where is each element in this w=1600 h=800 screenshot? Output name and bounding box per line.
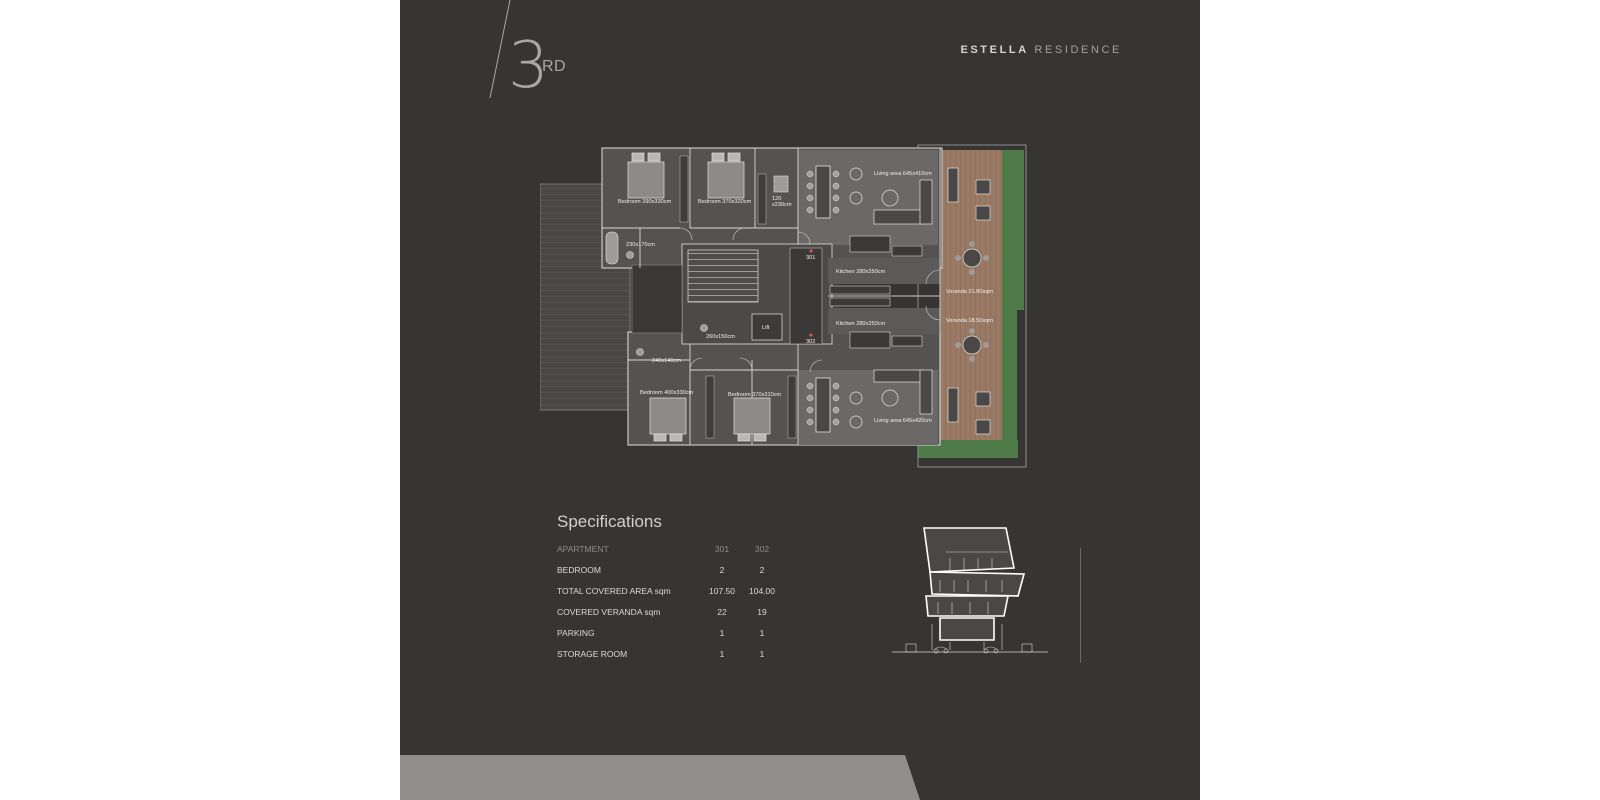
spec-value-301: 2: [719, 565, 725, 575]
brochure-page: 3 RD ESTELLA RESIDENCE: [400, 0, 1200, 800]
spec-value-302: 1: [759, 649, 765, 659]
label-bath-1: 230x170cm: [626, 242, 655, 248]
label-kitchen-301: Kitchen 280x250cm: [836, 269, 885, 275]
bottom-accent-band: [400, 755, 920, 800]
spec-divider: [1080, 548, 1081, 663]
label-kitchen-302: Kitchen 280x250cm: [836, 321, 885, 327]
label-bath-3: 240x140cm: [652, 358, 681, 364]
label-veranda-301: Veranda 21.80sqm: [946, 289, 993, 295]
spec-row: TOTAL COVERED AREA sqm 107.50 104.00: [557, 586, 817, 607]
spec-header-label: APARTMENT: [557, 544, 609, 554]
floor-plan: Bedroom 390x330cm Bedroom 370x320cm 230x…: [540, 144, 1027, 468]
spec-row: STORAGE ROOM 1 1: [557, 649, 817, 670]
label-bedroom-2: Bedroom 370x320cm: [698, 199, 752, 205]
green-strip-base: [918, 440, 1018, 458]
spec-header-302: 302: [754, 544, 770, 554]
spec-row: PARKING 1 1: [557, 628, 817, 649]
spec-header-301: 301: [714, 544, 730, 554]
floor-number: 3: [508, 29, 549, 103]
label-apt-302: 302: [806, 339, 815, 345]
label-bedroom-1: Bedroom 390x330cm: [618, 199, 672, 205]
specifications-title: Specifications: [557, 512, 662, 531]
spec-value-302: 1: [759, 628, 765, 638]
stairs: [687, 249, 759, 303]
spec-label: STORAGE ROOM: [557, 649, 628, 659]
spec-label: BEDROOM: [557, 565, 601, 575]
label-living-301: Living area 645x410cm: [874, 171, 932, 177]
brand-logo-text: ESTELLA RESIDENCE: [960, 44, 1122, 56]
spec-value-302: 104.00: [749, 586, 775, 596]
green-strip-top: [1002, 150, 1024, 310]
floor-slash-line: [489, 0, 511, 99]
wardrobes: [679, 155, 797, 439]
spec-row: BEDROOM 2 2: [557, 565, 817, 586]
spec-value-302: 19: [757, 607, 767, 617]
label-veranda-302: Veranda 18.50sqm: [946, 318, 993, 324]
label-lift: Lift: [762, 325, 770, 331]
label-living-302: Living area 645x420cm: [874, 418, 932, 424]
dining-tables: [815, 165, 831, 433]
spec-value-301: 107.50: [709, 586, 735, 596]
kitchen-counters: [829, 235, 923, 349]
spec-value-301: 1: [719, 628, 725, 638]
label-bedroom-4: Bedroom 370x310cm: [728, 392, 782, 398]
floor-suffix: RD: [542, 58, 567, 75]
brand-subtitle: RESIDENCE: [1034, 44, 1122, 56]
label-bath-2: 260x150cm: [706, 334, 735, 340]
sofas: [873, 179, 933, 415]
kitchen-301-band: [828, 258, 940, 284]
spec-value-301: 1: [719, 649, 725, 659]
label-wc-1-a: 120: [772, 196, 781, 202]
beds-302: [649, 397, 771, 442]
label-wc-1-b: x230cm: [772, 202, 792, 208]
green-strip-bottom: [1002, 310, 1017, 458]
brand-name: ESTELLA: [960, 44, 1029, 56]
specifications-table: APARTMENT 301 302 BEDROOM 2 2 TOTAL COVE…: [557, 544, 817, 670]
void-area: [631, 264, 683, 334]
label-apt-301: 301: [806, 255, 815, 261]
building-elevation-icon: [892, 527, 1048, 654]
sanitary: [605, 175, 789, 356]
spec-header-row: APARTMENT 301 302: [557, 544, 817, 565]
veranda-furniture: [947, 167, 991, 435]
kitchen-302-band: [828, 308, 940, 334]
corridor: [789, 247, 823, 345]
label-bedroom-3: Bedroom 400x330cm: [640, 390, 694, 396]
spec-label: COVERED VERANDA sqm: [557, 607, 661, 617]
spec-value-302: 2: [759, 565, 765, 575]
spec-value-301: 22: [717, 607, 727, 617]
beds-301: [627, 152, 745, 199]
veranda-outline: [917, 144, 1027, 468]
spec-row: COVERED VERANDA sqm 22 19: [557, 607, 817, 628]
door-swings: [679, 227, 941, 373]
lift-shaft: [751, 313, 783, 341]
spec-label: TOTAL COVERED AREA sqm: [557, 586, 671, 596]
spec-label: PARKING: [557, 628, 595, 638]
